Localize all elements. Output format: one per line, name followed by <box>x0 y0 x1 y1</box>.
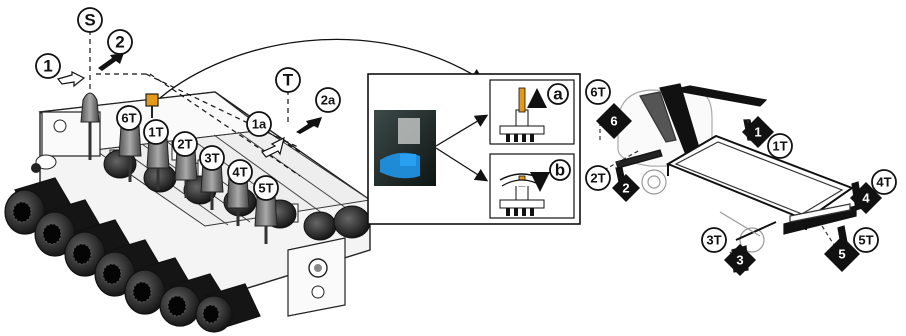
machine-callout-3t-text: 3T <box>706 233 721 248</box>
step-label-2a-text: 2a <box>321 93 336 108</box>
solenoid-coils <box>4 177 261 333</box>
machine-marker-6-text: 6 <box>610 114 617 129</box>
machine-callout-5t-text: 5T <box>858 233 873 248</box>
step-arrow-2 <box>98 53 124 71</box>
step-label-2a: 2a <box>315 87 341 113</box>
machine-callout-1t: 1T <box>767 133 793 159</box>
control-lever-s <box>80 92 100 160</box>
step-label-1a-text: 1a <box>252 117 267 132</box>
solenoid-coil <box>195 283 261 333</box>
detail-pointer-arrow <box>159 38 485 99</box>
step-label-s: S <box>77 7 103 33</box>
lever-label-4t: 4T <box>227 159 253 185</box>
machine-illustration <box>599 83 869 273</box>
detail-photo <box>374 110 436 186</box>
step-arrow-1 <box>56 71 86 88</box>
lever-label-4t-text: 4T <box>232 165 247 180</box>
step-label-1a: 1a <box>246 111 272 137</box>
detail-inset-b: b <box>489 153 575 219</box>
step-label-1-text: 1 <box>43 57 52 76</box>
lever-label-3t: 3T <box>199 145 225 171</box>
machine-callout-5t: 5T <box>853 227 879 253</box>
lever-label-2t-text: 2T <box>177 137 192 152</box>
step-label-t: T <box>275 67 301 93</box>
machine-marker-6: 6 <box>596 103 632 139</box>
machine-marker-4-text: 4 <box>862 191 870 206</box>
step-label-1: 1 <box>35 53 61 79</box>
step-label-t-text: T <box>283 71 294 90</box>
detail-panel: a b <box>367 73 581 225</box>
machine-marker-1-text: 1 <box>754 125 761 140</box>
detail-label-b: b <box>555 161 565 180</box>
machine-callout-3t: 3T <box>701 227 727 253</box>
adjustment-screw <box>145 93 159 118</box>
lever-label-1t: 1T <box>143 119 169 145</box>
lever-label-2t: 2T <box>172 131 198 157</box>
lever-label-3t-text: 3T <box>204 151 219 166</box>
machine-marker-4: 4 <box>850 182 882 214</box>
step-label-2: 2 <box>107 29 133 55</box>
lever-label-5t: 5T <box>253 175 279 201</box>
machine-marker-3: 3 <box>724 244 756 276</box>
step-label-2-text: 2 <box>115 33 124 52</box>
machine-marker-2: 2 <box>612 174 640 202</box>
machine-callout-6t: 6T <box>585 79 611 105</box>
lever-label-6t: 6T <box>116 105 142 131</box>
machine-callout-4t: 4T <box>871 169 897 195</box>
step-arrow-1a <box>261 136 285 158</box>
step-label-s-text: S <box>84 11 95 30</box>
machine-callout-4t-text: 4T <box>876 175 891 190</box>
machine-callout-6t-text: 6T <box>590 85 605 100</box>
machine-marker-2-text: 2 <box>622 181 629 196</box>
machine-marker-5: 5 <box>824 236 860 272</box>
machine-marker-5-text: 5 <box>838 247 845 262</box>
machine-callout-2t: 2T <box>585 165 611 191</box>
detail-inset-a: a <box>489 79 575 145</box>
lever-label-5t-text: 5T <box>258 181 273 196</box>
lever-label-1t-text: 1T <box>148 125 163 140</box>
machine-callout-1t-text: 1T <box>772 139 787 154</box>
detail-label-a: a <box>553 85 563 104</box>
lever-label-6t-text: 6T <box>121 111 136 126</box>
machine-marker-3-text: 3 <box>736 253 743 268</box>
machine-marker-1: 1 <box>742 116 774 148</box>
step-arrow-2a <box>296 117 322 134</box>
machine-callout-2t-text: 2T <box>590 171 605 186</box>
